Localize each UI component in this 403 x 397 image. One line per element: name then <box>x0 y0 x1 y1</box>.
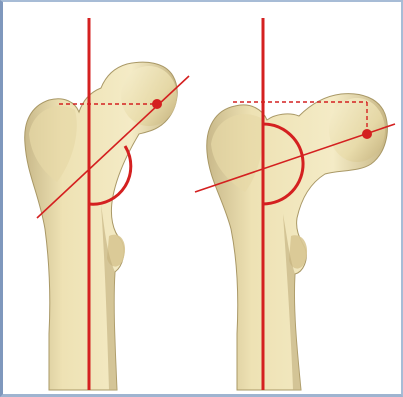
left-head-center-dot <box>152 99 162 109</box>
right-femur-group <box>195 18 395 390</box>
right-head-center-dot <box>362 129 372 139</box>
femur-angle-diagram <box>9 4 401 392</box>
left-femur-group <box>25 18 189 390</box>
figure-canvas <box>9 4 401 392</box>
